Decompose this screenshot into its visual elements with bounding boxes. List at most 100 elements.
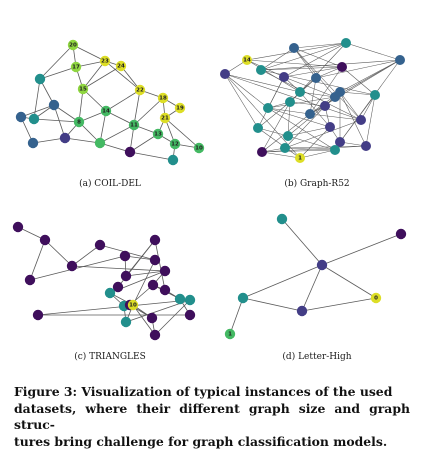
- graph-edge: [154, 239, 166, 291]
- graph-edge: [284, 145, 367, 149]
- graph-edge: [44, 239, 73, 267]
- node-label: 24: [117, 63, 125, 69]
- node-label: 10: [195, 145, 203, 151]
- graph-node: [330, 145, 340, 155]
- node-label: 21: [161, 115, 169, 121]
- graph-edge: [299, 149, 336, 159]
- graph-node: [149, 234, 161, 246]
- graph-edge: [104, 60, 141, 91]
- graph-node: [263, 103, 273, 113]
- graph-edge: [133, 89, 141, 126]
- graph-node: [159, 112, 171, 124]
- graph-node: [104, 287, 116, 299]
- caption-letter-high: (d) Letter-High: [282, 351, 351, 362]
- graph-edge: [293, 47, 362, 121]
- graph-edge: [229, 297, 244, 335]
- graph-edge: [82, 88, 107, 112]
- graph-edge: [32, 137, 66, 144]
- graph-edge: [129, 151, 174, 161]
- graph-edge: [242, 264, 323, 299]
- graph-edge: [309, 66, 343, 115]
- graph-node: [325, 122, 335, 132]
- caption-triangles: (c) TRIANGLES: [74, 351, 146, 362]
- graph-edge: [287, 101, 291, 137]
- graph-edge: [283, 66, 343, 78]
- graph-edge: [29, 239, 46, 281]
- graph-edge: [129, 133, 159, 153]
- node-label: 1: [228, 331, 232, 337]
- node-label: 20: [69, 42, 77, 48]
- graph-node: [224, 328, 236, 340]
- graph-edge: [261, 145, 367, 153]
- graph-node: [12, 221, 24, 233]
- node-label: 23: [101, 58, 109, 64]
- graph-node: [296, 305, 308, 317]
- graph-edge: [309, 113, 362, 121]
- graph-edge: [82, 60, 106, 90]
- graph-node: [67, 39, 79, 51]
- graph-edge: [283, 42, 347, 78]
- graph-edge: [299, 91, 331, 128]
- graph-edge: [293, 42, 347, 49]
- graph-node: [370, 90, 380, 100]
- graph-node: [28, 113, 40, 125]
- graph-node: [32, 309, 44, 321]
- graph-node: [169, 138, 181, 150]
- graph-edge: [261, 149, 336, 153]
- node-label: 19: [176, 105, 184, 111]
- graph-edge: [132, 259, 156, 306]
- graph-node: [316, 259, 328, 271]
- graph-edge: [257, 76, 285, 129]
- graph-node: [320, 101, 330, 111]
- graph-node: [24, 274, 36, 286]
- graph-edge: [339, 59, 401, 143]
- graph-node: [70, 61, 82, 73]
- graph-node: [100, 105, 112, 117]
- graph-node: [220, 69, 230, 79]
- figure-caption-line-1: Figure 3: Visualization of typical insta…: [14, 384, 393, 399]
- graph-node: [276, 213, 288, 225]
- graph-node: [149, 254, 161, 266]
- graph-node: [59, 132, 71, 144]
- graph-node: [27, 137, 39, 149]
- graph-node: [119, 250, 131, 262]
- graph-node: [305, 109, 315, 119]
- graph-node: [73, 116, 85, 128]
- graph-edge: [339, 59, 401, 93]
- graph-node: [184, 309, 196, 321]
- graph-edge: [299, 91, 336, 98]
- graph-edge: [164, 117, 200, 149]
- graph-node: [167, 154, 179, 166]
- graph-node: [127, 299, 139, 311]
- panel-triangles: 10: [12, 221, 196, 341]
- node-label: 14: [243, 57, 251, 63]
- graph-edge: [29, 255, 126, 281]
- node-label: 12: [171, 141, 179, 147]
- graph-node: [341, 38, 351, 48]
- graph-edge: [261, 151, 301, 159]
- graph-edge: [154, 299, 191, 336]
- graph-edge: [301, 264, 323, 312]
- graph-node: [279, 72, 289, 82]
- graph-edge: [284, 105, 326, 149]
- graph-edge: [132, 304, 156, 336]
- graph-edge: [339, 91, 367, 147]
- graph-node: [395, 228, 407, 240]
- graph-edge: [246, 59, 343, 68]
- graph-node: [257, 147, 267, 157]
- graph-node: [94, 137, 106, 149]
- graph-edge: [82, 65, 122, 90]
- graph-node: [395, 55, 405, 65]
- node-label: 0: [374, 295, 378, 301]
- caption-graph-r52: (b) Graph-R52: [284, 178, 349, 189]
- node-label: 8: [77, 119, 81, 125]
- graph-node: [128, 119, 140, 131]
- graph-edge: [20, 104, 55, 118]
- graph-edge: [224, 73, 301, 93]
- graph-edge: [39, 44, 74, 80]
- graph-node: [34, 73, 46, 85]
- graph-node: [99, 55, 111, 67]
- graph-node: [237, 292, 249, 304]
- graph-edge: [267, 96, 336, 109]
